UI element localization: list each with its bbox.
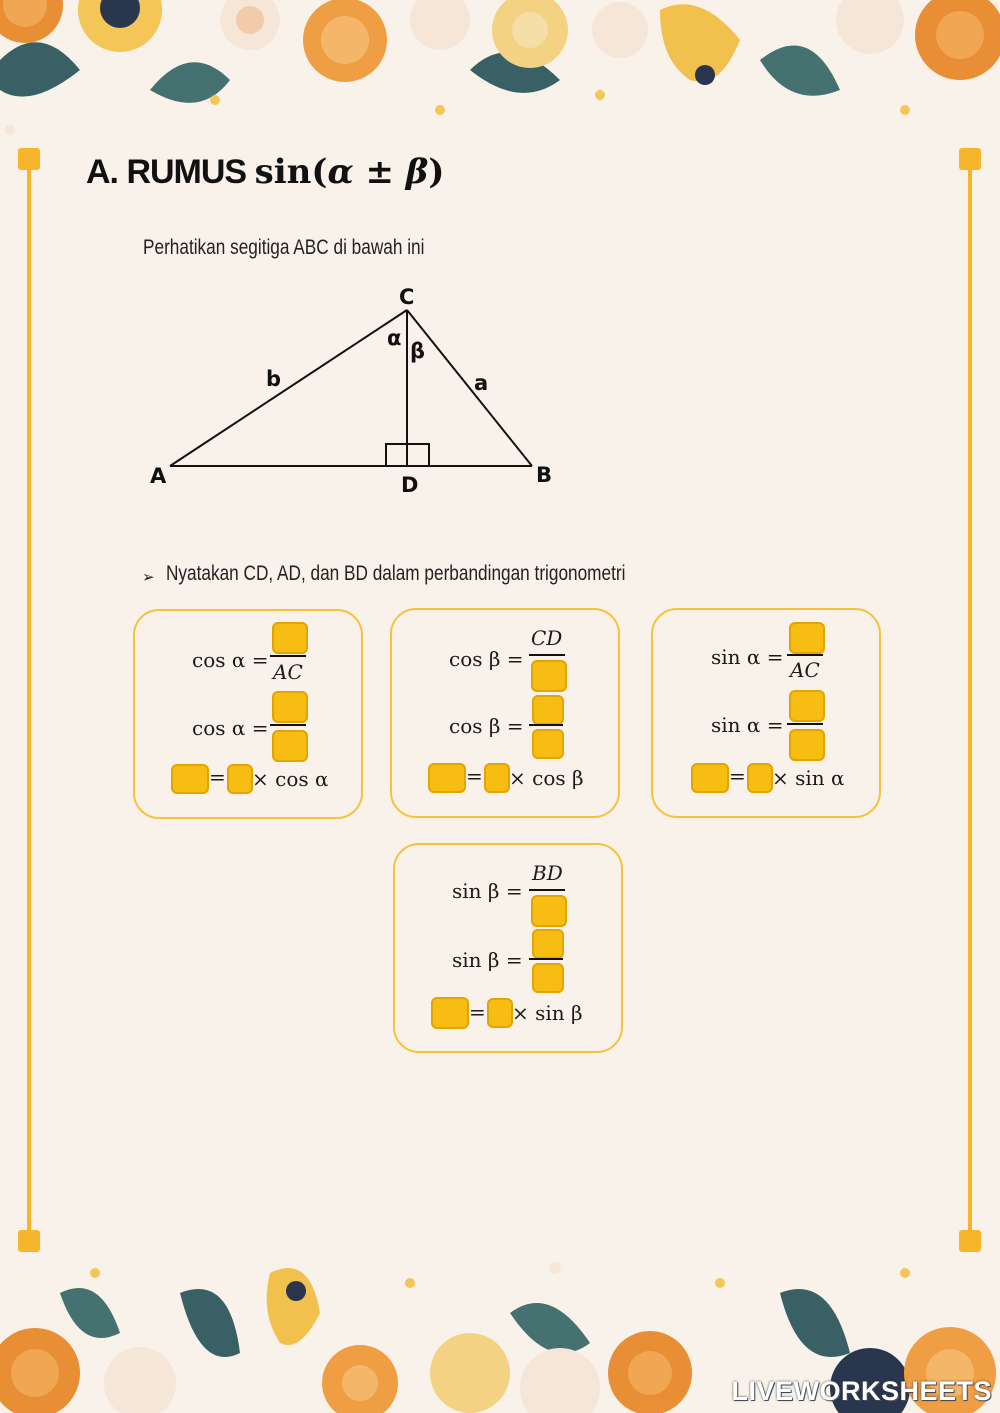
card4-line3-factor-input[interactable] [487, 998, 513, 1028]
card3-line3-eq: = [729, 764, 746, 788]
card3-line3-rhs: × sin α [772, 766, 845, 790]
label-side-b: b [266, 367, 281, 391]
heading-alpha: α [327, 152, 354, 192]
card1-line2-numerator-input[interactable] [272, 691, 308, 723]
left-rail-bottom-cap [18, 1230, 40, 1252]
side-b [169, 309, 408, 467]
label-d: D [401, 473, 418, 495]
card2-line2-denominator-input[interactable] [532, 729, 564, 759]
card2-line1-fraction-bar [529, 654, 565, 656]
card3-line1-fraction-bar [787, 654, 823, 656]
card1-line3-factor-input[interactable] [227, 764, 253, 794]
card4-line1-numerator: BD [532, 861, 563, 885]
left-rail-top-cap [18, 148, 40, 170]
left-rail [27, 158, 31, 1240]
card2-line2-fraction-bar [529, 724, 563, 726]
card4-line1-fraction-bar [529, 889, 565, 891]
card4-line2-denominator-input[interactable] [532, 963, 564, 993]
card3-line2-fraction-bar [787, 723, 823, 725]
card3-line2-denominator-input[interactable] [789, 729, 825, 761]
card2-line1-lhs: cos β = [449, 647, 524, 671]
card1-line3-eq: = [209, 765, 226, 789]
right-rail-bottom-cap [959, 1230, 981, 1252]
side-a [406, 309, 533, 467]
card3-line3-lhs-input[interactable] [691, 763, 729, 793]
right-angle-marker [385, 443, 430, 467]
card2-line2-lhs: cos β = [449, 714, 524, 738]
heading-close: ) [428, 152, 445, 192]
label-side-a: a [474, 371, 488, 395]
card2-line2-numerator-input[interactable] [532, 695, 564, 725]
label-alpha: α [387, 326, 401, 350]
card2-line1-numerator: CD [531, 626, 563, 650]
card-sin-alpha: sin α = AC sin α = = × sin α [651, 608, 881, 818]
top-floral-decoration [0, 0, 1000, 135]
card4-line3-eq: = [469, 1000, 486, 1024]
card4-line3-rhs: × sin β [512, 1001, 583, 1025]
card1-line1-lhs: cos α = [192, 648, 269, 672]
label-c: C [399, 285, 414, 309]
card3-line1-numerator-input[interactable] [789, 622, 825, 654]
card2-line3-lhs-input[interactable] [428, 763, 466, 793]
label-a-vertex: A [150, 464, 167, 488]
heading-prefix: A. RUMUS [86, 153, 247, 191]
card2-line3-eq: = [466, 764, 483, 788]
card1-line2-fraction-bar [270, 724, 306, 726]
card4-line2-fraction-bar [529, 958, 563, 960]
liveworksheets-watermark: LIVEWORKSHEETS [731, 1376, 992, 1406]
card2-line1-denominator-input[interactable] [531, 660, 567, 692]
heading-func: sin [254, 152, 312, 192]
heading-beta: β [405, 152, 429, 192]
card3-line2-numerator-input[interactable] [789, 690, 825, 722]
intro-text: Perhatikan segitiga ABC di bawah ini [143, 236, 425, 259]
card3-line3-factor-input[interactable] [747, 763, 773, 793]
card1-ad-numerator-input[interactable] [272, 622, 308, 654]
card1-line1-fraction-bar [270, 655, 306, 657]
card2-line3-rhs: × cos β [509, 766, 584, 790]
card3-line1-lhs: sin α = [711, 645, 784, 669]
heading-pm: ± [353, 152, 406, 192]
card-cos-alpha: cos α = AC cos α = = × cos α [133, 609, 363, 819]
bottom-floral-decoration [0, 1253, 1000, 1413]
card2-line3-factor-input[interactable] [484, 763, 510, 793]
label-beta: β [410, 339, 425, 363]
triangle-diagram: C A B D α β b a [150, 285, 552, 495]
card1-line3-lhs-input[interactable] [171, 764, 209, 794]
card4-line3-lhs-input[interactable] [431, 997, 469, 1029]
card-cos-beta: cos β = CD cos β = = × cos β [390, 608, 620, 818]
card1-line2-denominator-input[interactable] [272, 730, 308, 762]
right-rail [968, 158, 972, 1240]
card4-line2-lhs: sin β = [452, 948, 523, 972]
card3-line2-lhs: sin α = [711, 713, 784, 737]
heading-open: ( [311, 152, 328, 192]
label-b-vertex: B [536, 463, 552, 487]
card1-line1-denominator: AC [273, 660, 303, 684]
instruction-bullet: ➢ [142, 568, 155, 586]
section-heading: A. RUMUS sin(α ± β) [86, 152, 444, 192]
card4-line1-lhs: sin β = [452, 879, 523, 903]
card-sin-beta: sin β = BD sin β = = × sin β [393, 843, 623, 1053]
card3-line1-denominator: AC [790, 658, 820, 682]
card1-line3-rhs: × cos α [252, 767, 329, 791]
card4-line1-denominator-input[interactable] [531, 895, 567, 927]
card1-line2-lhs: cos α = [192, 716, 269, 740]
instruction-text: Nyatakan CD, AD, dan BD dalam perbanding… [166, 562, 626, 585]
right-rail-top-cap [959, 148, 981, 170]
card4-line2-numerator-input[interactable] [532, 929, 564, 959]
